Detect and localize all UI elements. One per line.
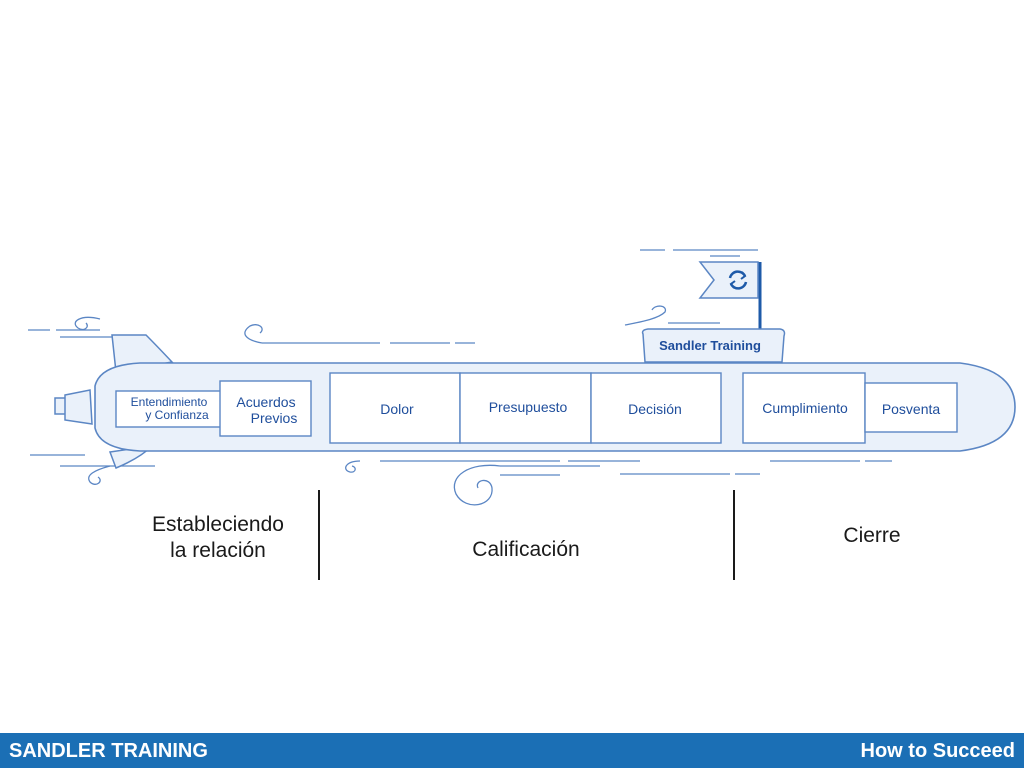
phase-relacion-line1: Estableciendo bbox=[152, 513, 284, 536]
compartments bbox=[115, 372, 958, 444]
water-lines bbox=[28, 249, 892, 506]
entendimiento-line2: y Confianza bbox=[145, 408, 209, 422]
decision-label: Decisión bbox=[628, 401, 682, 417]
compartment-labels: Entendimiento y Confianza Acuerdos Previ… bbox=[131, 394, 941, 426]
sandler-logo-icon bbox=[728, 270, 748, 290]
phase-relacion: Estableciendo la relación bbox=[118, 512, 318, 564]
footer-tagline: How to Succeed bbox=[860, 740, 1015, 762]
conning-tower: Sandler Training bbox=[641, 261, 786, 363]
acuerdos-line1: Acuerdos bbox=[236, 394, 295, 410]
brand-label: Sandler Training bbox=[659, 338, 761, 353]
phase-relacion-line2: la relación bbox=[170, 539, 266, 562]
compartment-presupuesto bbox=[459, 372, 592, 444]
footer-brand: SANDLER TRAINING bbox=[9, 740, 208, 762]
phase-cierre: Cierre bbox=[843, 524, 901, 547]
acuerdos-line2: Previos bbox=[251, 410, 298, 426]
compartment-acuerdos bbox=[219, 380, 312, 437]
entendimiento-line1: Entendimiento bbox=[131, 395, 208, 409]
cumplimiento-label: Cumplimiento bbox=[762, 400, 848, 416]
flag bbox=[698, 261, 759, 299]
dolor-label: Dolor bbox=[380, 401, 414, 417]
posventa-label: Posventa bbox=[882, 401, 941, 417]
compartment-decision bbox=[590, 372, 722, 444]
compartment-posventa bbox=[864, 382, 958, 433]
footer-bar: SANDLER TRAINING How to Succeed bbox=[0, 733, 1024, 768]
compartment-cumplimiento bbox=[742, 372, 866, 444]
presupuesto-label: Presupuesto bbox=[489, 399, 568, 415]
phase-calificacion: Calificación bbox=[472, 538, 580, 561]
